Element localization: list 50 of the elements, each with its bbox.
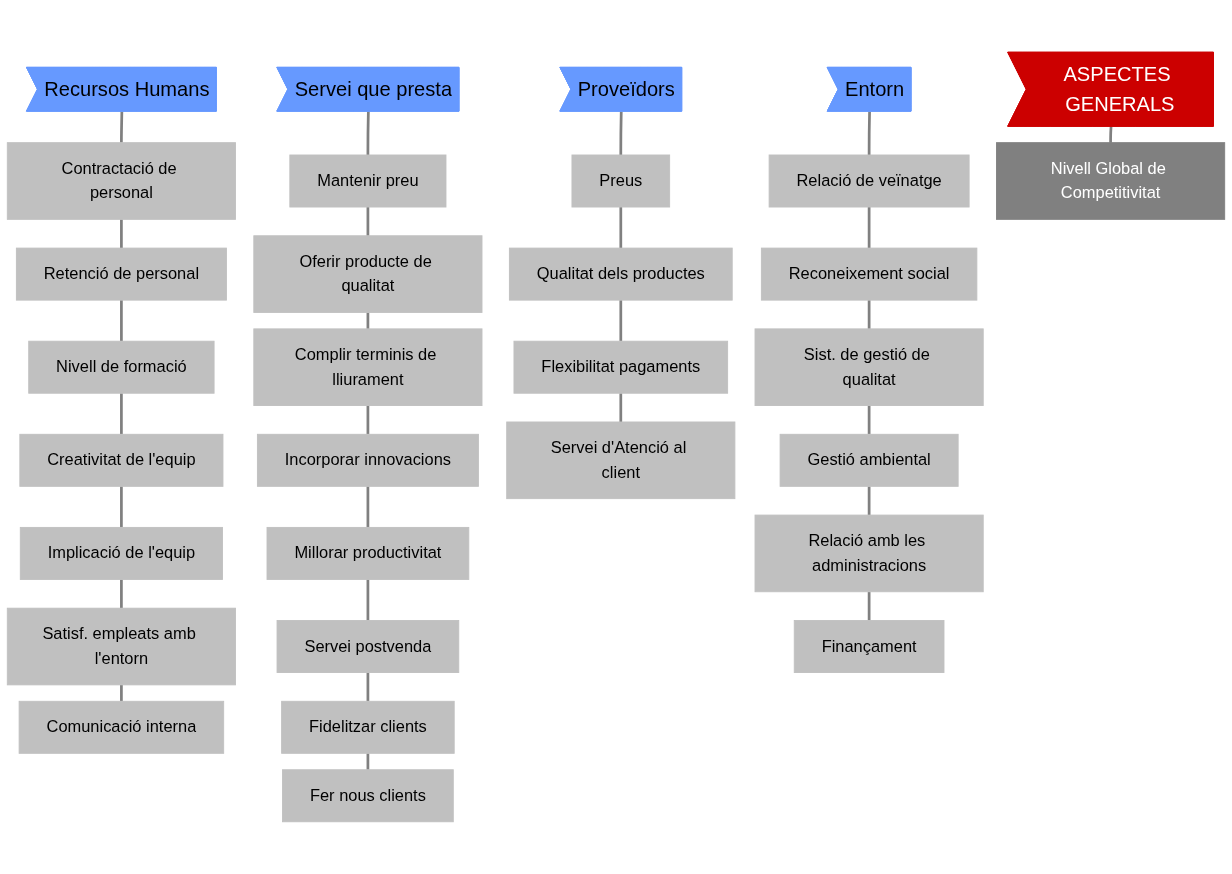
connector [120,393,123,435]
connector [619,300,623,342]
node-box: Incorporar innovacions [256,433,479,487]
connector [867,591,871,621]
node-box: Fidelitzar clients [281,700,455,754]
node-box: Relació amb les administracions [754,514,984,593]
connector [120,219,123,249]
node-box: Relació de veïnatge [768,154,970,208]
node-box: Complir terminis de lliurament [253,328,483,406]
connector [619,206,623,249]
connector [867,300,871,329]
node-box: Creativitat de l'equip [19,433,224,487]
node-box: Millorar productivitat [266,526,470,580]
connector [120,111,124,143]
connector [867,405,871,435]
node-box: Satisf. empleats amb l'entorn [6,607,236,686]
connector [120,579,123,609]
node-box: Servei d'Atenció al client [506,421,736,500]
connector [366,672,370,702]
connector [366,111,370,155]
node-box: Preus [571,154,671,208]
node-box: Comunicació interna [18,700,225,754]
connector [619,393,623,422]
connector [619,111,623,155]
node-box: Sist. de gestió de qualitat [754,328,984,406]
node-box: Oferir producte de qualitat [253,235,483,313]
connector [366,206,370,236]
connector [366,405,370,435]
node-box: Mantenir preu [289,154,447,208]
connector [867,111,871,155]
node-box: Reconeixement social [760,247,978,301]
connector [867,486,871,516]
node-box: Fer nous clients [282,769,454,823]
connector [366,486,370,528]
node-box: Contractació de personal [6,142,236,220]
node-box: Flexibilitat pagaments [513,340,729,394]
connector [867,206,871,249]
node-box: Gestió ambiental [779,433,959,487]
node-box: Retenció de personal [15,247,227,301]
node-box: Servei postvenda [276,620,460,673]
node-box: Finançament [793,620,945,673]
connector [120,684,123,702]
connector [1109,126,1113,143]
node-box: Nivell de formació [28,340,215,394]
node-box: Qualitat dels productes [508,247,733,301]
node-box: Implicació de l'equip [19,526,223,580]
node-box: Nivell Global de Competitivitat [996,142,1226,220]
connector [120,300,123,342]
connector [120,486,123,528]
connector [366,579,370,621]
